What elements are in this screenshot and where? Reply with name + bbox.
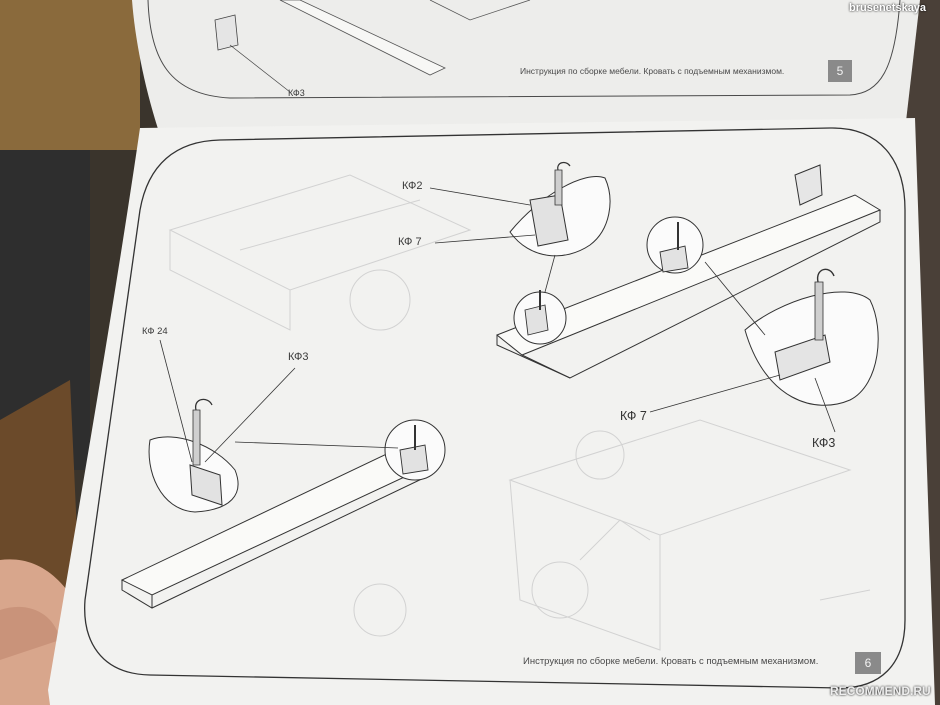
gas-spring-left (192, 409, 201, 466)
page-6-number: 6 (857, 653, 879, 673)
top-page-sheet (132, 0, 920, 135)
watermark-site: RECOMMEND.RU (830, 684, 931, 698)
page-5-footer: Инструкция по сборке мебели. Кровать с п… (520, 66, 785, 76)
rail-end-bracket (794, 164, 823, 206)
page-5-number: 5 (829, 61, 851, 81)
page-6-footer: Инструкция по сборке мебели. Кровать с п… (523, 656, 819, 667)
bracket-kf7 (774, 334, 831, 381)
leader-kf3-left-a (204, 367, 296, 463)
hook-top (557, 161, 571, 171)
callout-kf2: КФ2 (402, 180, 423, 192)
ghost-drawings (168, 174, 871, 651)
leader-kf3-left-b (234, 441, 399, 449)
thumb (0, 606, 60, 660)
main-page-frame (84, 127, 906, 689)
background-wood-left (0, 0, 140, 150)
hook-left (195, 398, 213, 411)
callout-top-kf3: КФ3 (288, 88, 305, 98)
leader-mag-rail-left (544, 254, 556, 293)
top-leader-line (229, 44, 291, 93)
callout-kf7-right: КФ 7 (620, 409, 647, 423)
gas-spring-top (554, 169, 563, 206)
right-rail-bottom (521, 354, 571, 379)
leader-mag-rail-mid (704, 261, 766, 336)
callout-kf7-top: КФ 7 (398, 236, 422, 248)
watermark-username: brusenetskaya (849, 2, 927, 14)
hook-right (816, 268, 835, 283)
bracket-kf24 (189, 464, 223, 506)
leader-kf24 (159, 339, 193, 463)
leader-kf3-right (814, 377, 836, 433)
bracket-rail-left (524, 304, 549, 336)
bracket-rail-mid (659, 245, 689, 273)
top-panel-drawing (279, 0, 446, 76)
bracket-kf2 (529, 194, 569, 247)
leader-kf2 (429, 187, 531, 206)
gas-spring-right (814, 281, 824, 341)
top-page-frame (147, 0, 901, 99)
callout-kf24: КФ 24 (142, 326, 168, 337)
callout-kf3-left: КФ3 (288, 351, 309, 363)
top-fitting-drawing (214, 14, 239, 51)
main-page-sheet (48, 118, 935, 705)
leader-kf7-top (434, 234, 536, 244)
leader-kf7-right (649, 374, 781, 413)
callout-kf3-right: КФ3 (812, 436, 836, 450)
bracket-left-rail-end (399, 444, 429, 475)
top-panel-drawing-2 (429, 0, 531, 21)
